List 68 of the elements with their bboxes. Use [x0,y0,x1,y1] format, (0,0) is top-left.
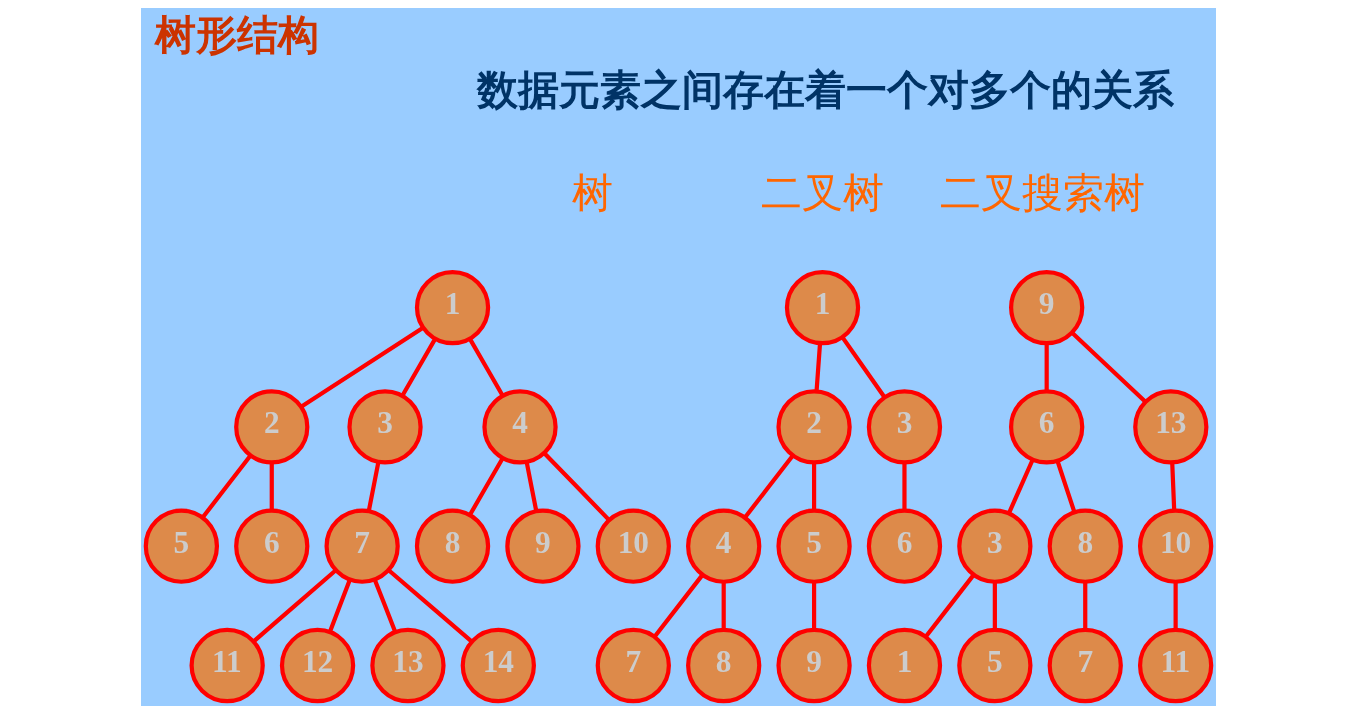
connector [1044,343,1049,392]
node-circle: 8 [685,627,761,704]
node-circle: 3 [866,389,942,465]
node-circle: 14 [460,627,536,704]
connector [251,568,337,644]
node-circle: 8 [1047,508,1123,584]
node-circle: 3 [346,389,423,465]
connector [901,462,907,511]
node-circle: 10 [595,508,671,584]
node-circle: 1 [414,269,490,346]
node-circle: 4 [685,508,761,584]
connector [1082,581,1087,630]
connector [1006,458,1035,515]
connector [811,462,816,511]
connector [200,454,252,519]
connector [542,452,611,522]
label: 树 [571,170,613,217]
connector [400,337,437,397]
node-circle: 1 [866,627,942,704]
node-circle: 12 [279,627,355,704]
connector [327,578,352,633]
label: 二叉搜索树 [939,170,1145,217]
connector [299,326,424,409]
connector [923,573,975,639]
connector [269,462,274,511]
connector [372,578,397,633]
node-circle: 13 [369,627,446,704]
connector [386,568,473,644]
node-circle: 9 [1008,269,1084,346]
connector [1070,331,1147,404]
connector [366,461,380,512]
node-circle: 9 [504,508,581,584]
connector [1173,581,1178,630]
node-circle: 7 [1047,627,1123,704]
node-circle: 5 [143,508,219,584]
node-circle: 8 [414,508,490,584]
node-circle: 5 [956,627,1032,704]
connector [813,343,822,392]
node-circle: 7 [595,627,671,704]
connector [840,335,886,399]
node-circle: 5 [775,508,852,584]
node-circle: 7 [323,508,400,584]
label: 二叉树 [760,170,884,217]
node-circle: 13 [1132,389,1208,465]
node-circle: 10 [1137,508,1213,584]
node-circle: 11 [189,627,265,704]
diagram-title: 树形结构 [154,12,319,59]
node-circle: 6 [233,508,309,584]
label: 数据元素之间存在着一个对多个的关系 [476,66,1174,113]
node-circle: 6 [1008,389,1084,465]
node-circle: 3 [956,508,1032,584]
node-circle: 1 [784,269,860,346]
connector [467,337,505,397]
connector [652,573,704,639]
node-circle: 4 [481,389,558,465]
node-circle: 9 [775,627,852,704]
connector [1055,460,1076,513]
connector [524,461,538,512]
node-circle: 2 [775,389,852,465]
node-circle: 11 [1137,627,1213,704]
connector [992,581,997,630]
connector [1169,462,1176,511]
connector [721,581,726,630]
connector [467,457,504,517]
connector [811,581,816,630]
node-circle: 6 [866,508,942,584]
node-circle: 2 [233,389,309,465]
connector [742,454,794,519]
